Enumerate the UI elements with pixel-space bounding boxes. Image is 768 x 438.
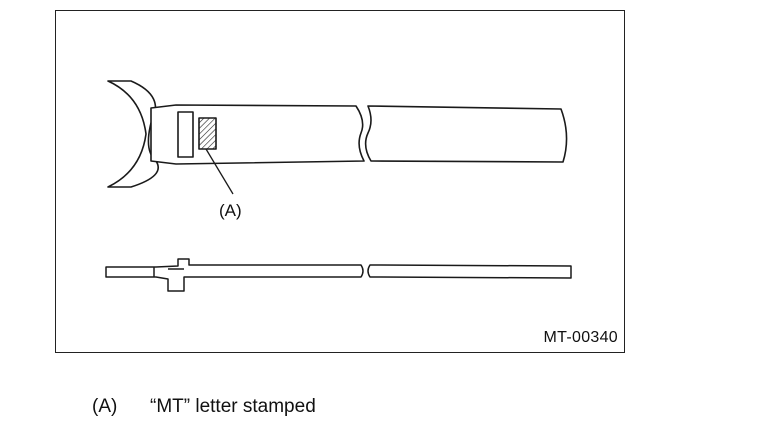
wrench-side-view <box>105 258 572 292</box>
wrench-handle-right <box>364 105 568 163</box>
figure-frame: (A) MT-00340 <box>55 10 625 353</box>
wrench-top-view <box>107 80 568 188</box>
callout-a-label: (A) <box>219 201 242 220</box>
side-handle-left <box>105 258 364 292</box>
wrench-illustration: (A) <box>105 80 572 292</box>
legend-text: “MT” letter stamped <box>150 396 316 417</box>
wrench-neck-recess <box>177 111 194 158</box>
legend-item-a: (A) “MT” letter stamped <box>92 396 316 418</box>
callout-leader <box>205 148 234 195</box>
side-handle-right <box>367 264 572 279</box>
legend-key: (A) <box>92 396 118 417</box>
mt-stamp-area <box>198 117 217 150</box>
figure-id-label: MT-00340 <box>543 329 618 346</box>
